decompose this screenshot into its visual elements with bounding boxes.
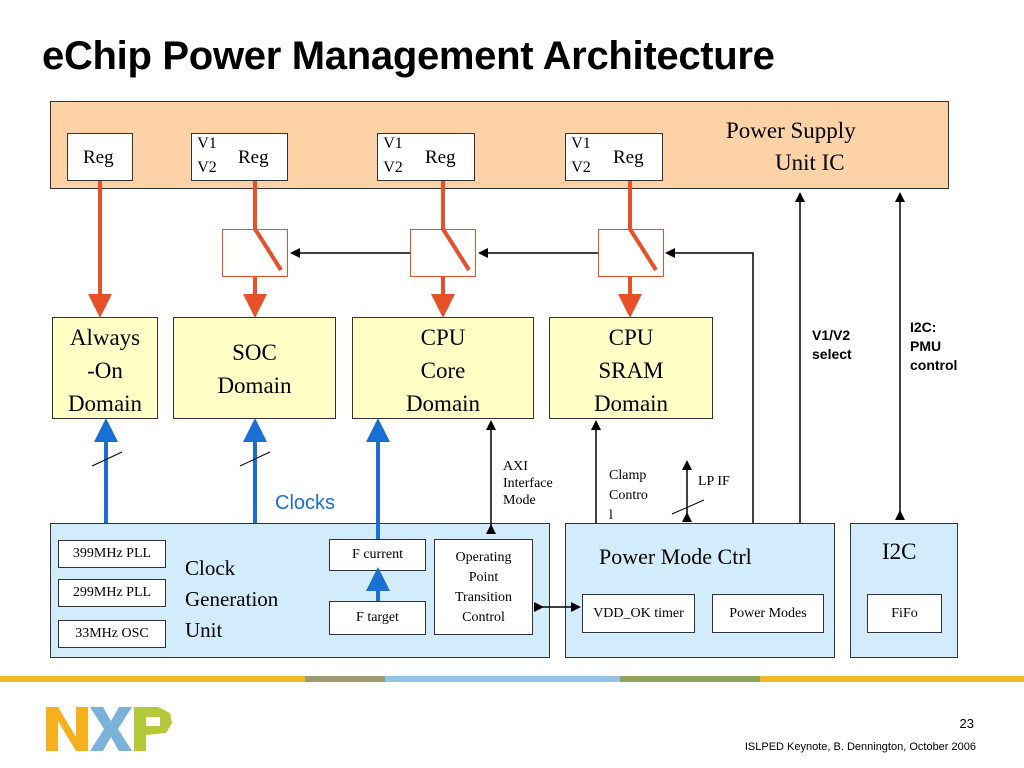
- i2c-pmu-control-label: I2C: PMU control: [910, 318, 957, 375]
- clock-bus-tick-1: [91, 451, 123, 467]
- i2c-title: I2C: [882, 539, 917, 564]
- fifo-box: FiFo: [867, 594, 942, 633]
- reg-soc-v2: V2: [197, 159, 217, 176]
- power-mode-ctrl-box: [565, 523, 835, 658]
- i2c-pmu-line2: PMU: [910, 338, 942, 354]
- clamp-line3: l: [609, 508, 613, 523]
- axi-line1: AXI: [503, 459, 528, 474]
- clock-gen-line1: Clock: [185, 556, 236, 580]
- reg-soc-label: Reg: [238, 147, 269, 168]
- clock-gen-line3: Unit: [185, 618, 223, 642]
- reg-always-on: [67, 133, 133, 181]
- cpu-sram-line1: CPU: [608, 325, 654, 350]
- clocks-label: Clocks: [275, 492, 336, 514]
- pll-299-box: 299MHz PLL: [58, 579, 166, 607]
- axi-interface-label: AXI Interface Mode: [503, 458, 553, 509]
- switch-control-line: [665, 248, 754, 523]
- reg-soc: [191, 133, 288, 181]
- soc-line2: Domain: [217, 373, 292, 398]
- footer-band-blue: [385, 676, 620, 682]
- reg-cpu-sram-v1: V1: [571, 135, 591, 152]
- reg-cpu-core: [377, 133, 475, 181]
- reg-cpu-sram-v2: V2: [571, 159, 591, 176]
- slide-credit: ISLPED Keynote, B. Dennington, October 2…: [744, 741, 976, 753]
- always-on-line3: Domain: [67, 391, 143, 416]
- axi-line2: Interface: [503, 476, 553, 491]
- clamp-line1: Clamp: [609, 468, 647, 483]
- footer-band-green: [620, 676, 760, 682]
- always-on-line1: Always: [69, 325, 141, 350]
- reg-cpu-sram-label: Reg: [613, 147, 644, 168]
- osc-33-box: 33MHz OSC: [58, 620, 166, 648]
- footer-band-yellow-right: [760, 676, 1024, 682]
- soc-line1: SOC: [232, 340, 277, 365]
- reg-always-on-label: Reg: [83, 147, 114, 168]
- pll-399-box: 399MHz PLL: [58, 540, 166, 568]
- lp-if-bus-tick: [671, 499, 705, 515]
- clock-bus-tick-2: [239, 451, 271, 467]
- power-mode-ctrl-title: Power Mode Ctrl: [599, 544, 752, 569]
- f-target-box: F target: [329, 601, 426, 635]
- cpu-sram-domain: CPU SRAM Domain: [549, 317, 713, 419]
- optc-line3: Transition: [454, 590, 513, 605]
- psu-title-line2: Unit IC: [775, 150, 845, 175]
- clock-gen-label: Clock Generation Unit: [185, 553, 278, 646]
- cpu-core-line3: Domain: [405, 391, 481, 416]
- vdd-ok-timer-box: VDD_OK timer: [582, 594, 695, 633]
- footer-band-yellow: [0, 676, 305, 682]
- page-number: 23: [959, 716, 974, 731]
- clamp-control-label: Clamp Contro l: [609, 466, 648, 526]
- power-modes-box: Power Modes: [712, 594, 824, 633]
- operating-point-transition-control-box: Operating Point Transition Control: [434, 539, 533, 635]
- always-on-domain: Always -On Domain: [52, 317, 158, 419]
- f-current-box: F current: [329, 539, 426, 571]
- v1v2-select-label: V1/V2 select: [812, 326, 852, 364]
- cpu-core-domain: CPU Core Domain: [352, 317, 534, 419]
- clamp-line2: Contro: [609, 488, 648, 503]
- lp-if-label: LP IF: [698, 474, 730, 489]
- cpu-core-line1: CPU: [420, 325, 466, 350]
- i2c-box: [850, 523, 958, 658]
- reg-cpu-core-label: Reg: [425, 147, 456, 168]
- footer-band-olive: [305, 676, 385, 682]
- switch-blade-cpu-core: [441, 227, 471, 272]
- reg-cpu-core-v1: V1: [383, 135, 403, 152]
- power-switch-cpu-core: [410, 229, 476, 277]
- cpu-core-line2: Core: [420, 358, 466, 383]
- v1v2-select-line2: select: [812, 346, 852, 362]
- v1v2-select-line1: V1/V2: [812, 327, 851, 343]
- clock-gen-line2: Generation: [185, 587, 279, 611]
- reg-cpu-sram: [565, 133, 663, 181]
- switch-blade-soc: [253, 227, 283, 272]
- i2c-pmu-line1: I2C:: [910, 319, 937, 335]
- cpu-sram-line3: Domain: [593, 391, 669, 416]
- psu-title-line1: Power Supply: [726, 118, 856, 143]
- nxp-logo: [46, 707, 172, 751]
- i2c-pmu-line3: control: [910, 357, 958, 373]
- axi-line3: Mode: [503, 493, 536, 508]
- always-on-line2: -On: [87, 358, 123, 383]
- reg-cpu-core-v2: V2: [383, 159, 403, 176]
- slide-title: eChip Power Management Architecture: [42, 34, 775, 78]
- optc-line4: Control: [462, 610, 505, 625]
- optc-line1: Operating: [455, 550, 512, 565]
- switch-blade-cpu-sram: [628, 227, 658, 272]
- reg-soc-v1: V1: [197, 135, 217, 152]
- optc-line2: Point: [468, 570, 499, 585]
- cpu-sram-line2: SRAM: [598, 358, 664, 383]
